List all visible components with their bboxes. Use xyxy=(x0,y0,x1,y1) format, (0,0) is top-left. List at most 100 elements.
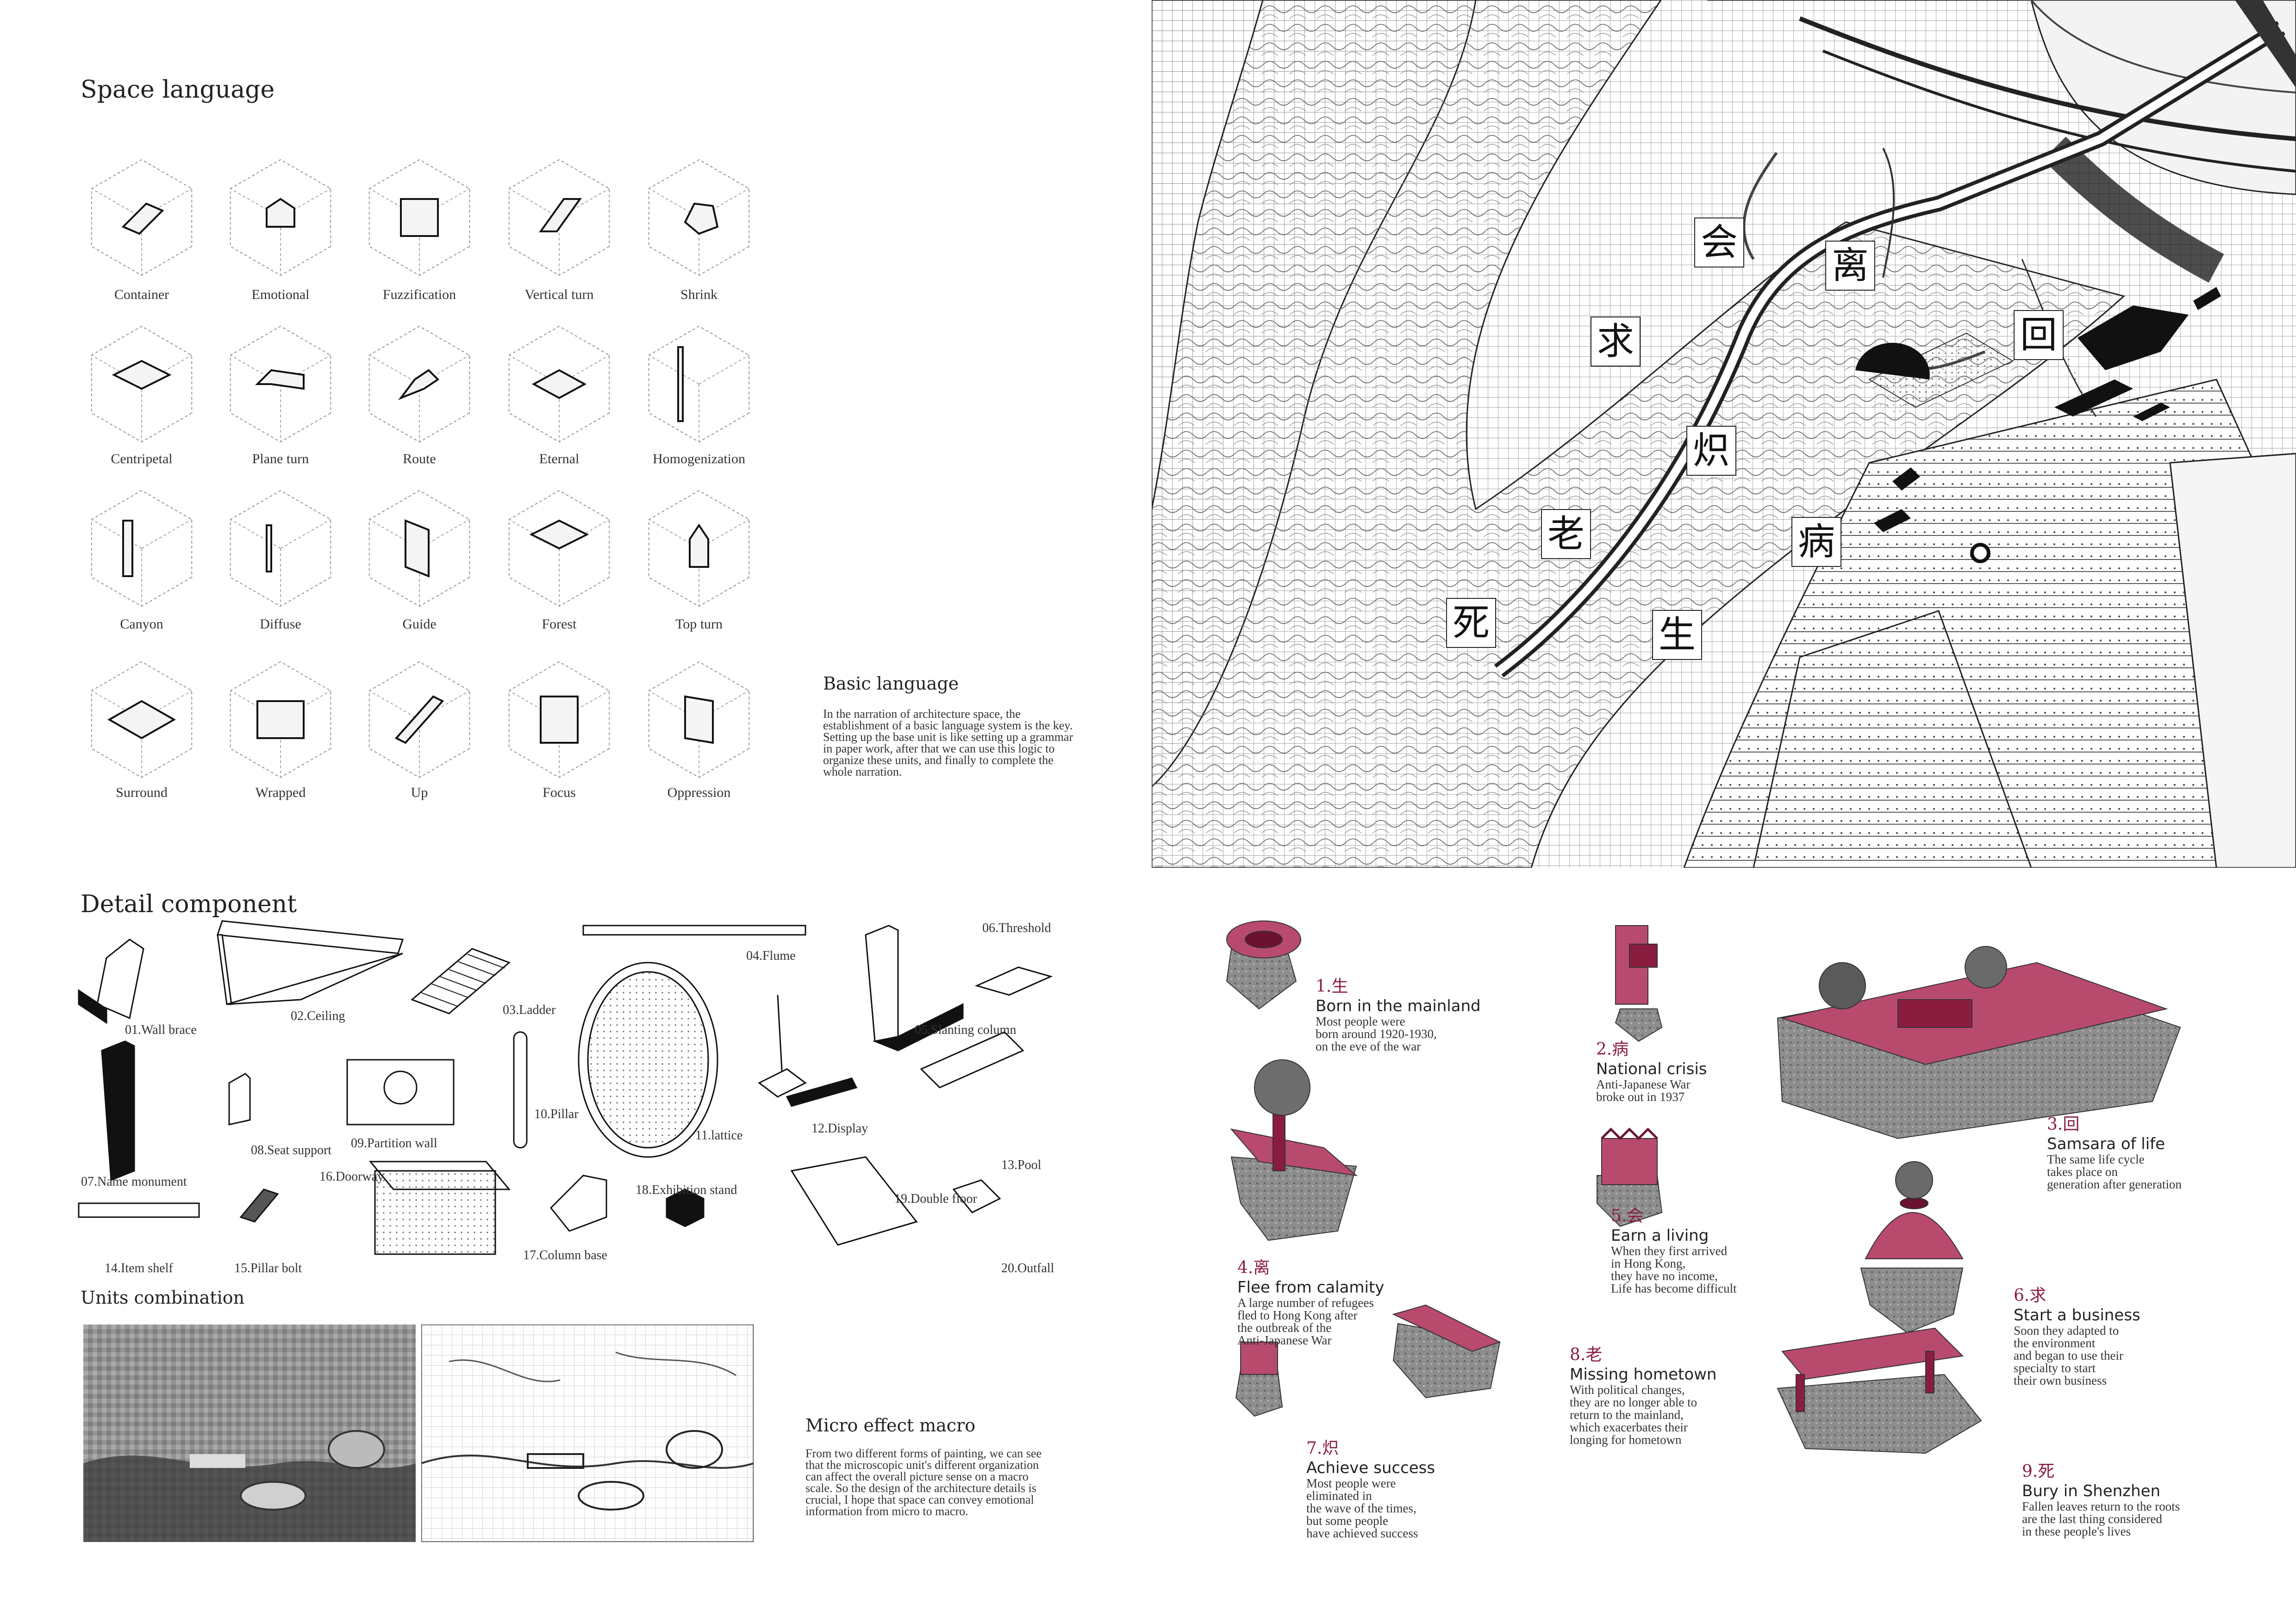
site-glyph: 病 xyxy=(1791,517,1841,567)
detail-component-label: 13.Pool xyxy=(1001,1158,1042,1172)
stage-number: 5.会 xyxy=(1611,1206,1644,1225)
stage-description-line: and began to use their xyxy=(2014,1349,2123,1362)
detail-component-label: 11.lattice xyxy=(695,1128,743,1143)
stage-number: 7.炽 xyxy=(1306,1439,1339,1458)
site-map xyxy=(1152,0,2296,868)
units-combination-drawing xyxy=(421,1325,754,1542)
space-unit-label: Container xyxy=(114,287,169,302)
basic-language-text: In the narration of architecture space, … xyxy=(823,707,1073,778)
space-unit-drawing xyxy=(368,490,470,607)
detail-component-label: 04.Flume xyxy=(746,949,796,963)
stage-description-line: in these people's lives xyxy=(2022,1524,2131,1538)
space-unit-drawing xyxy=(230,490,331,607)
space-unit-drawing xyxy=(508,159,610,276)
space-unit-drawing xyxy=(230,325,331,443)
stage-title: Born in the mainland xyxy=(1316,997,1481,1015)
stage-title: Achieve success xyxy=(1306,1459,1435,1477)
stage-description-line: Most people were xyxy=(1306,1476,1396,1490)
space-unit-drawing xyxy=(508,661,610,778)
stage-description-line: eliminated in xyxy=(1306,1489,1372,1503)
stage-description-line: their own business xyxy=(2014,1374,2107,1387)
site-glyph: 老 xyxy=(1541,509,1591,559)
space-unit-label: Fuzzification xyxy=(382,287,456,302)
detail-component-label: 14.Item shelf xyxy=(105,1261,173,1275)
detail-component-label: 17.Column base xyxy=(523,1248,607,1262)
stage-title: Earn a living xyxy=(1611,1226,1709,1245)
micro-effect-text: From two different forms of painting, we… xyxy=(805,1447,1042,1518)
detail-component-label: 08.Seat support xyxy=(251,1143,332,1157)
space-unit-label: Vertical turn xyxy=(524,287,594,302)
space-unit-label: Diffuse xyxy=(260,616,301,632)
stage-title: Samsara of life xyxy=(2047,1135,2165,1153)
stage-description-line: Most people were xyxy=(1316,1014,1405,1028)
space-unit-label: Centripetal xyxy=(111,451,173,466)
stage-description-line: generation after generation xyxy=(2047,1177,2182,1191)
stage-description-line: Anti-Japanese War xyxy=(1237,1333,1332,1347)
stage-description-line: takes place on xyxy=(2047,1165,2118,1179)
stage-description-line: which exacerbates their xyxy=(1570,1420,1688,1434)
detail-component-label: 06.Threshold xyxy=(982,921,1051,935)
stage-description-line: the environment xyxy=(2014,1336,2096,1350)
stage-description-line: broke out in 1937 xyxy=(1596,1090,1685,1104)
stage-title: Missing hometown xyxy=(1570,1365,1717,1384)
space-unit-drawing xyxy=(368,159,470,276)
stage-title: National crisis xyxy=(1596,1060,1707,1078)
detail-component-title: Detail component xyxy=(81,890,297,918)
stage-number: 2.病 xyxy=(1596,1040,1629,1059)
stage-description-line: Fallen leaves return to the roots xyxy=(2022,1499,2180,1513)
detail-component-label: 03.Ladder xyxy=(503,1003,556,1017)
space-unit-drawing xyxy=(91,325,193,443)
stage-number: 4.离 xyxy=(1237,1258,1270,1277)
site-glyph: 求 xyxy=(1591,317,1641,367)
stage-description-line: Anti-Japanese War xyxy=(1596,1077,1691,1091)
space-unit-drawing xyxy=(648,159,750,276)
stage-description-line: the wave of the times, xyxy=(1306,1501,1416,1515)
stage-description-line: are the last thing considered xyxy=(2022,1512,2162,1526)
site-glyph: 生 xyxy=(1652,610,1702,660)
space-unit-label: Wrapped xyxy=(255,785,306,800)
stage-number: 3.回 xyxy=(2047,1115,2080,1134)
stage-title: Start a business xyxy=(2014,1306,2140,1325)
stage-title: Bury in Shenzhen xyxy=(2022,1482,2161,1500)
space-unit-drawing xyxy=(648,325,750,443)
stage-number: 8.老 xyxy=(1570,1345,1603,1364)
space-unit-label: Shrink xyxy=(680,287,718,302)
space-unit-drawing xyxy=(648,490,750,607)
stage-number: 9.死 xyxy=(2022,1462,2055,1481)
units-combination-photo xyxy=(83,1325,416,1542)
space-unit-label: Surround xyxy=(116,785,168,800)
stage-description-line: return to the mainland, xyxy=(1570,1408,1684,1422)
stage-description-line: Soon they adapted to xyxy=(2014,1324,2119,1337)
units-combination-title: Units combination xyxy=(81,1287,245,1308)
stage-description-line: specialty to start xyxy=(2014,1361,2096,1375)
detail-component-label: 02.Ceiling xyxy=(291,1009,345,1023)
space-unit-drawing xyxy=(648,661,750,778)
site-glyph: 回 xyxy=(2014,310,2064,360)
stage-description-line: born around 1920-1930, xyxy=(1316,1027,1437,1041)
space-unit-label: Emotional xyxy=(251,287,310,302)
site-landmark xyxy=(2078,305,2189,370)
stage-description-line: With political changes, xyxy=(1570,1383,1685,1397)
stage-description-line: When they first arrived xyxy=(1611,1244,1728,1258)
stage-description-line: the outbreak of the xyxy=(1237,1321,1332,1335)
detail-component-label: 12.Display xyxy=(811,1121,868,1136)
basic-language-title: Basic language xyxy=(823,673,959,694)
space-unit-label: Plane turn xyxy=(252,451,309,466)
space-unit-label: Canyon xyxy=(120,616,163,632)
stage-models xyxy=(1226,920,2181,1454)
micro-effect-title: Micro effect macro xyxy=(805,1415,976,1436)
site-glyph: 离 xyxy=(1825,241,1875,291)
detail-component-label: 19.Double floor xyxy=(894,1192,977,1206)
space-unit-drawing xyxy=(230,661,331,778)
detail-component-label: 09.Partition wall xyxy=(351,1136,437,1150)
space-unit-label: Top turn xyxy=(675,616,723,632)
detail-component-label: 01.Wall brace xyxy=(125,1023,197,1037)
detail-component-drawings xyxy=(78,920,1053,1255)
